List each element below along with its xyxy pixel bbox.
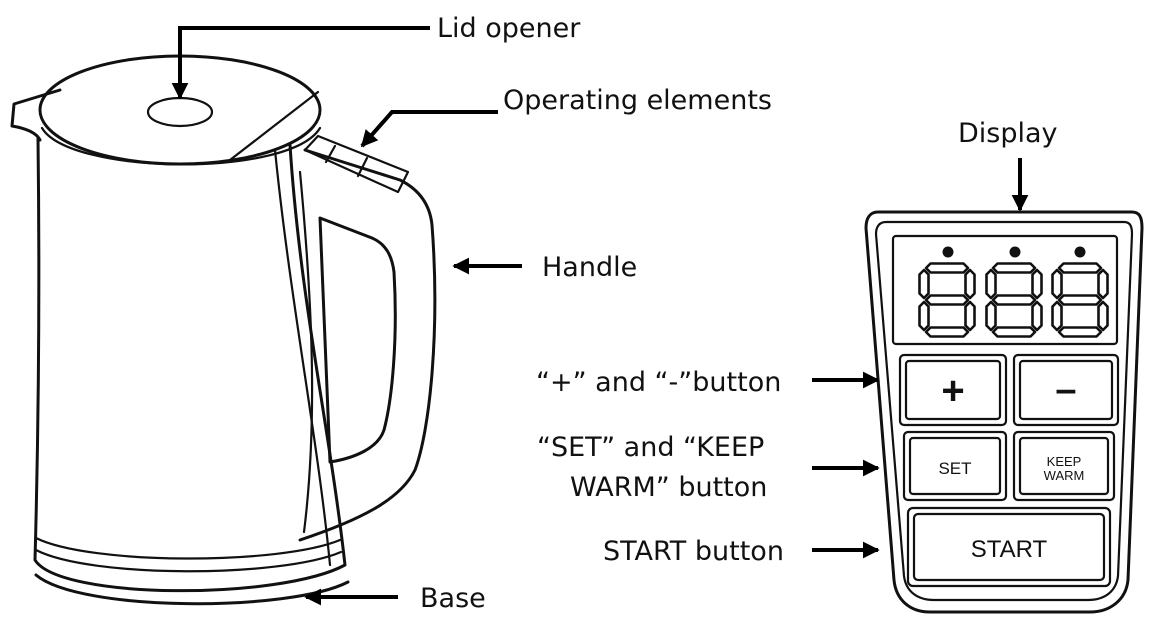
panel-inner-frame	[874, 220, 1134, 602]
minus-button-label: –	[1055, 369, 1076, 411]
seven-segment-digit-icon	[918, 262, 976, 338]
kettle-base-band-mid	[34, 548, 343, 573]
kettle-spout	[10, 88, 62, 142]
kettle-lid-seam	[228, 90, 320, 162]
control-panel-illustration: + – SET KEEP WARM START	[864, 210, 1144, 614]
display-dot-2	[1009, 246, 1021, 258]
label-set-keep-warm-line1: “SET” and “KEEP	[537, 432, 764, 463]
keep-warm-button[interactable]: KEEP WARM	[1012, 430, 1116, 502]
kettle-operating-panel	[303, 134, 410, 194]
digit-segment	[1031, 300, 1043, 332]
digit-segment	[1057, 262, 1103, 274]
arrow-icon	[171, 26, 430, 100]
label-base: Base	[420, 583, 486, 614]
set-button-label: SET	[938, 459, 971, 478]
arrow-icon	[360, 110, 498, 148]
callout-arrows	[171, 26, 1029, 606]
label-operating-elements: Operating elements	[503, 85, 772, 116]
label-display: Display	[958, 118, 1058, 149]
digit-segment	[924, 326, 970, 338]
label-lid-opener: Lid opener	[437, 13, 581, 44]
digit-segment	[964, 300, 976, 332]
lid-opener-button	[146, 96, 214, 128]
kettle-operating-divider-2	[356, 156, 369, 178]
digit-segment	[1057, 326, 1103, 338]
keep-warm-label-line2: WARM	[1044, 468, 1085, 483]
digit-segment	[924, 262, 970, 274]
digit-segment	[985, 268, 997, 300]
plus-button-label: +	[941, 369, 964, 413]
digit-segment	[1051, 300, 1063, 332]
kettle-handle	[298, 148, 437, 542]
start-button-label: START	[971, 536, 1048, 563]
digit-segment	[991, 262, 1037, 274]
label-plus-minus-button: “+” and “-”button	[536, 367, 781, 398]
digit-segment	[991, 294, 1037, 306]
label-start-button: START button	[603, 536, 784, 567]
kettle-lid-rim	[40, 126, 322, 166]
label-handle: Handle	[542, 252, 637, 283]
kettle-base-band-top	[34, 536, 342, 560]
display-window	[891, 234, 1119, 346]
digit-segment	[964, 268, 976, 300]
kettle-illustration	[10, 54, 437, 606]
set-button[interactable]: SET	[902, 430, 1008, 502]
display-dot-3	[1074, 246, 1086, 258]
digit-segment	[1057, 294, 1103, 306]
display-dot-1	[942, 246, 954, 258]
digit-segment	[918, 268, 930, 300]
kettle-handle-window	[318, 216, 397, 464]
kettle-body-edge	[273, 148, 332, 567]
digit-segment	[924, 294, 970, 306]
kettle-handle-edge	[298, 170, 314, 534]
kettle-operating-divider-1	[324, 144, 337, 164]
digit-segment	[991, 326, 1037, 338]
plus-button[interactable]: +	[898, 353, 1008, 427]
seven-segment-digit-icon	[985, 262, 1043, 338]
digit-segment	[1051, 268, 1063, 300]
panel-outer-frame	[864, 210, 1144, 614]
digit-segment	[918, 300, 930, 332]
keep-warm-label-line1: KEEP	[1047, 454, 1082, 469]
digit-segment	[1097, 300, 1109, 332]
seven-segment-digit-icon	[1051, 262, 1109, 338]
minus-button[interactable]: –	[1012, 353, 1120, 427]
start-button[interactable]: START	[906, 506, 1112, 588]
digit-segment	[1097, 268, 1109, 300]
digit-segment	[1031, 268, 1043, 300]
callout-labels: Lid opener Operating elements Display Ha…	[420, 13, 1058, 614]
digit-segment	[985, 300, 997, 332]
label-set-keep-warm-line2: WARM” button	[570, 472, 767, 503]
kettle-body	[33, 136, 347, 593]
